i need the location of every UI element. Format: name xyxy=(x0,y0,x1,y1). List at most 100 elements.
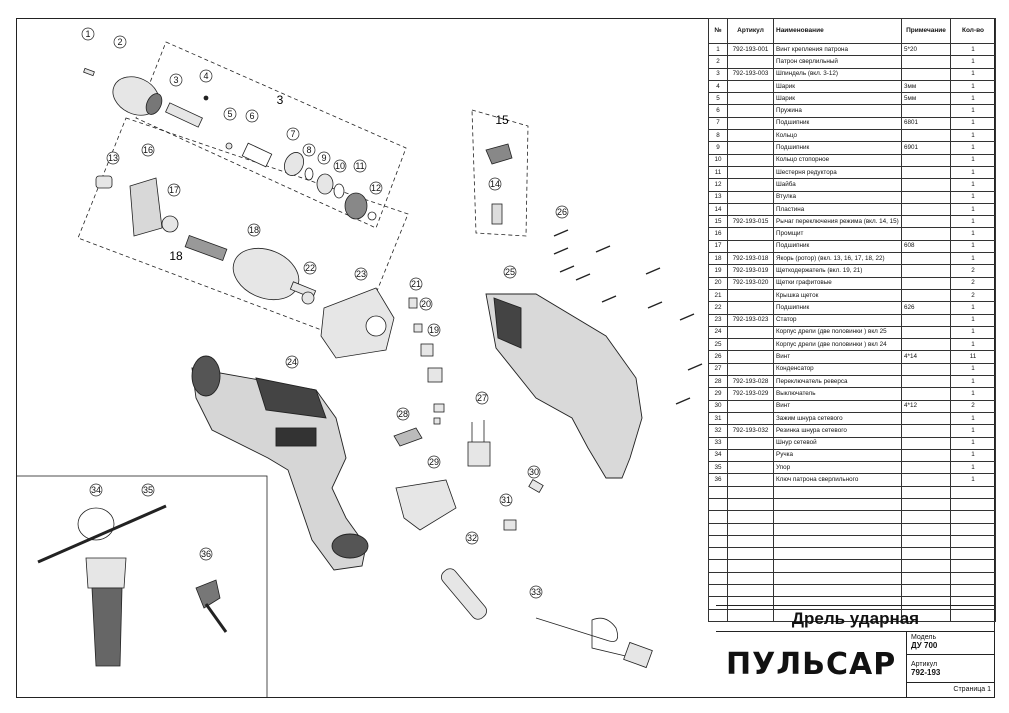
cell-qty: 1 xyxy=(950,239,996,254)
svg-text:19: 19 xyxy=(429,325,439,335)
cell-note: 6901 xyxy=(901,141,951,155)
svg-text:21: 21 xyxy=(411,279,421,289)
electrical-parts xyxy=(393,420,653,669)
cell-name: Подшипник xyxy=(773,116,902,131)
header-article: Артикул xyxy=(727,18,774,44)
cell-article xyxy=(727,153,774,167)
cell-qty xyxy=(950,522,996,536)
cell-note xyxy=(901,473,951,487)
callouts: 1 2 3 4 5 6 7 8 9 10 11 12 13 14 16 17 1… xyxy=(81,27,569,599)
cell-article xyxy=(727,165,774,180)
callout-34: 34 xyxy=(89,483,103,497)
table-header-row: № Артикул Наименование Примечание Кол-во xyxy=(708,18,996,44)
cell-name xyxy=(773,547,902,561)
cell-name: Подшипник xyxy=(773,141,902,155)
callout-21: 21 xyxy=(409,277,423,291)
product-title: Дрель ударная xyxy=(716,605,995,632)
cell-article xyxy=(727,104,774,118)
cell-name: Промщит xyxy=(773,227,902,241)
svg-text:36: 36 xyxy=(201,549,211,559)
svg-text:10: 10 xyxy=(335,161,345,171)
cell-article xyxy=(727,571,774,586)
cell-num: 4 xyxy=(708,79,728,94)
callout-7: 7 xyxy=(286,127,300,141)
cell-num: 24 xyxy=(708,325,728,340)
cell-note xyxy=(901,534,951,549)
page-row: Страница 1 xyxy=(907,684,995,698)
cell-article xyxy=(727,178,774,192)
cell-num: 32 xyxy=(708,424,728,438)
cell-num: 29 xyxy=(708,387,728,401)
cell-num: 30 xyxy=(708,399,728,413)
cell-num: 28 xyxy=(708,375,728,389)
cell-article xyxy=(727,129,774,143)
svg-text:28: 28 xyxy=(398,409,408,419)
brand-logo: ПУЛЬСАР xyxy=(716,631,907,698)
cell-article: 792-193-029 xyxy=(727,387,774,401)
article-label: Артикул xyxy=(911,661,938,668)
brush-parts xyxy=(408,297,445,425)
cell-qty: 1 xyxy=(950,104,996,118)
header-name: Наименование xyxy=(773,18,902,44)
article-value: 792-193 xyxy=(911,668,941,677)
group-label-15: 15 xyxy=(495,113,509,127)
cell-note xyxy=(901,571,951,586)
table-row xyxy=(708,584,996,598)
cell-num: 1 xyxy=(708,42,728,57)
cell-article xyxy=(727,448,774,463)
svg-text:7: 7 xyxy=(290,129,295,139)
cell-name xyxy=(773,522,902,536)
cell-name: Резинка шнура сетевого xyxy=(773,424,902,438)
cell-note xyxy=(901,252,951,266)
group-label-3: 3 xyxy=(277,93,284,107)
cell-qty: 1 xyxy=(950,227,996,241)
cell-name: Кольцо стопорное xyxy=(773,153,902,167)
cell-note xyxy=(901,55,951,69)
svg-text:8: 8 xyxy=(306,145,311,155)
cell-qty xyxy=(950,497,996,512)
callout-25: 25 xyxy=(503,265,517,279)
cell-num: 26 xyxy=(708,350,728,364)
cell-num: 19 xyxy=(708,264,728,278)
callout-28: 28 xyxy=(396,407,410,421)
svg-text:34: 34 xyxy=(91,485,101,495)
cell-qty: 1 xyxy=(950,79,996,94)
cell-note xyxy=(901,215,951,229)
cell-num: 25 xyxy=(708,338,728,352)
svg-text:20: 20 xyxy=(421,299,431,309)
cell-qty: 1 xyxy=(950,448,996,463)
svg-text:4: 4 xyxy=(203,71,208,81)
cell-qty xyxy=(950,596,996,610)
cell-article xyxy=(727,350,774,364)
cell-note xyxy=(901,190,951,204)
cell-article: 792-193-003 xyxy=(727,67,774,81)
brand-name: ПУЛЬСАР xyxy=(726,647,897,682)
cell-qty: 1 xyxy=(950,129,996,143)
cell-article xyxy=(727,116,774,131)
cell-qty: 1 xyxy=(950,252,996,266)
cell-num: 36 xyxy=(708,473,728,487)
cell-name: Пружина xyxy=(773,104,902,118)
cell-name: Щетки графитовые xyxy=(773,276,902,290)
cell-note xyxy=(901,264,951,278)
cell-note xyxy=(901,436,951,450)
cell-note xyxy=(901,497,951,512)
cell-num: 16 xyxy=(708,227,728,241)
callout-32: 32 xyxy=(465,531,479,545)
cell-note xyxy=(901,485,951,499)
callout-6: 6 xyxy=(245,109,259,123)
table-row xyxy=(708,559,996,573)
